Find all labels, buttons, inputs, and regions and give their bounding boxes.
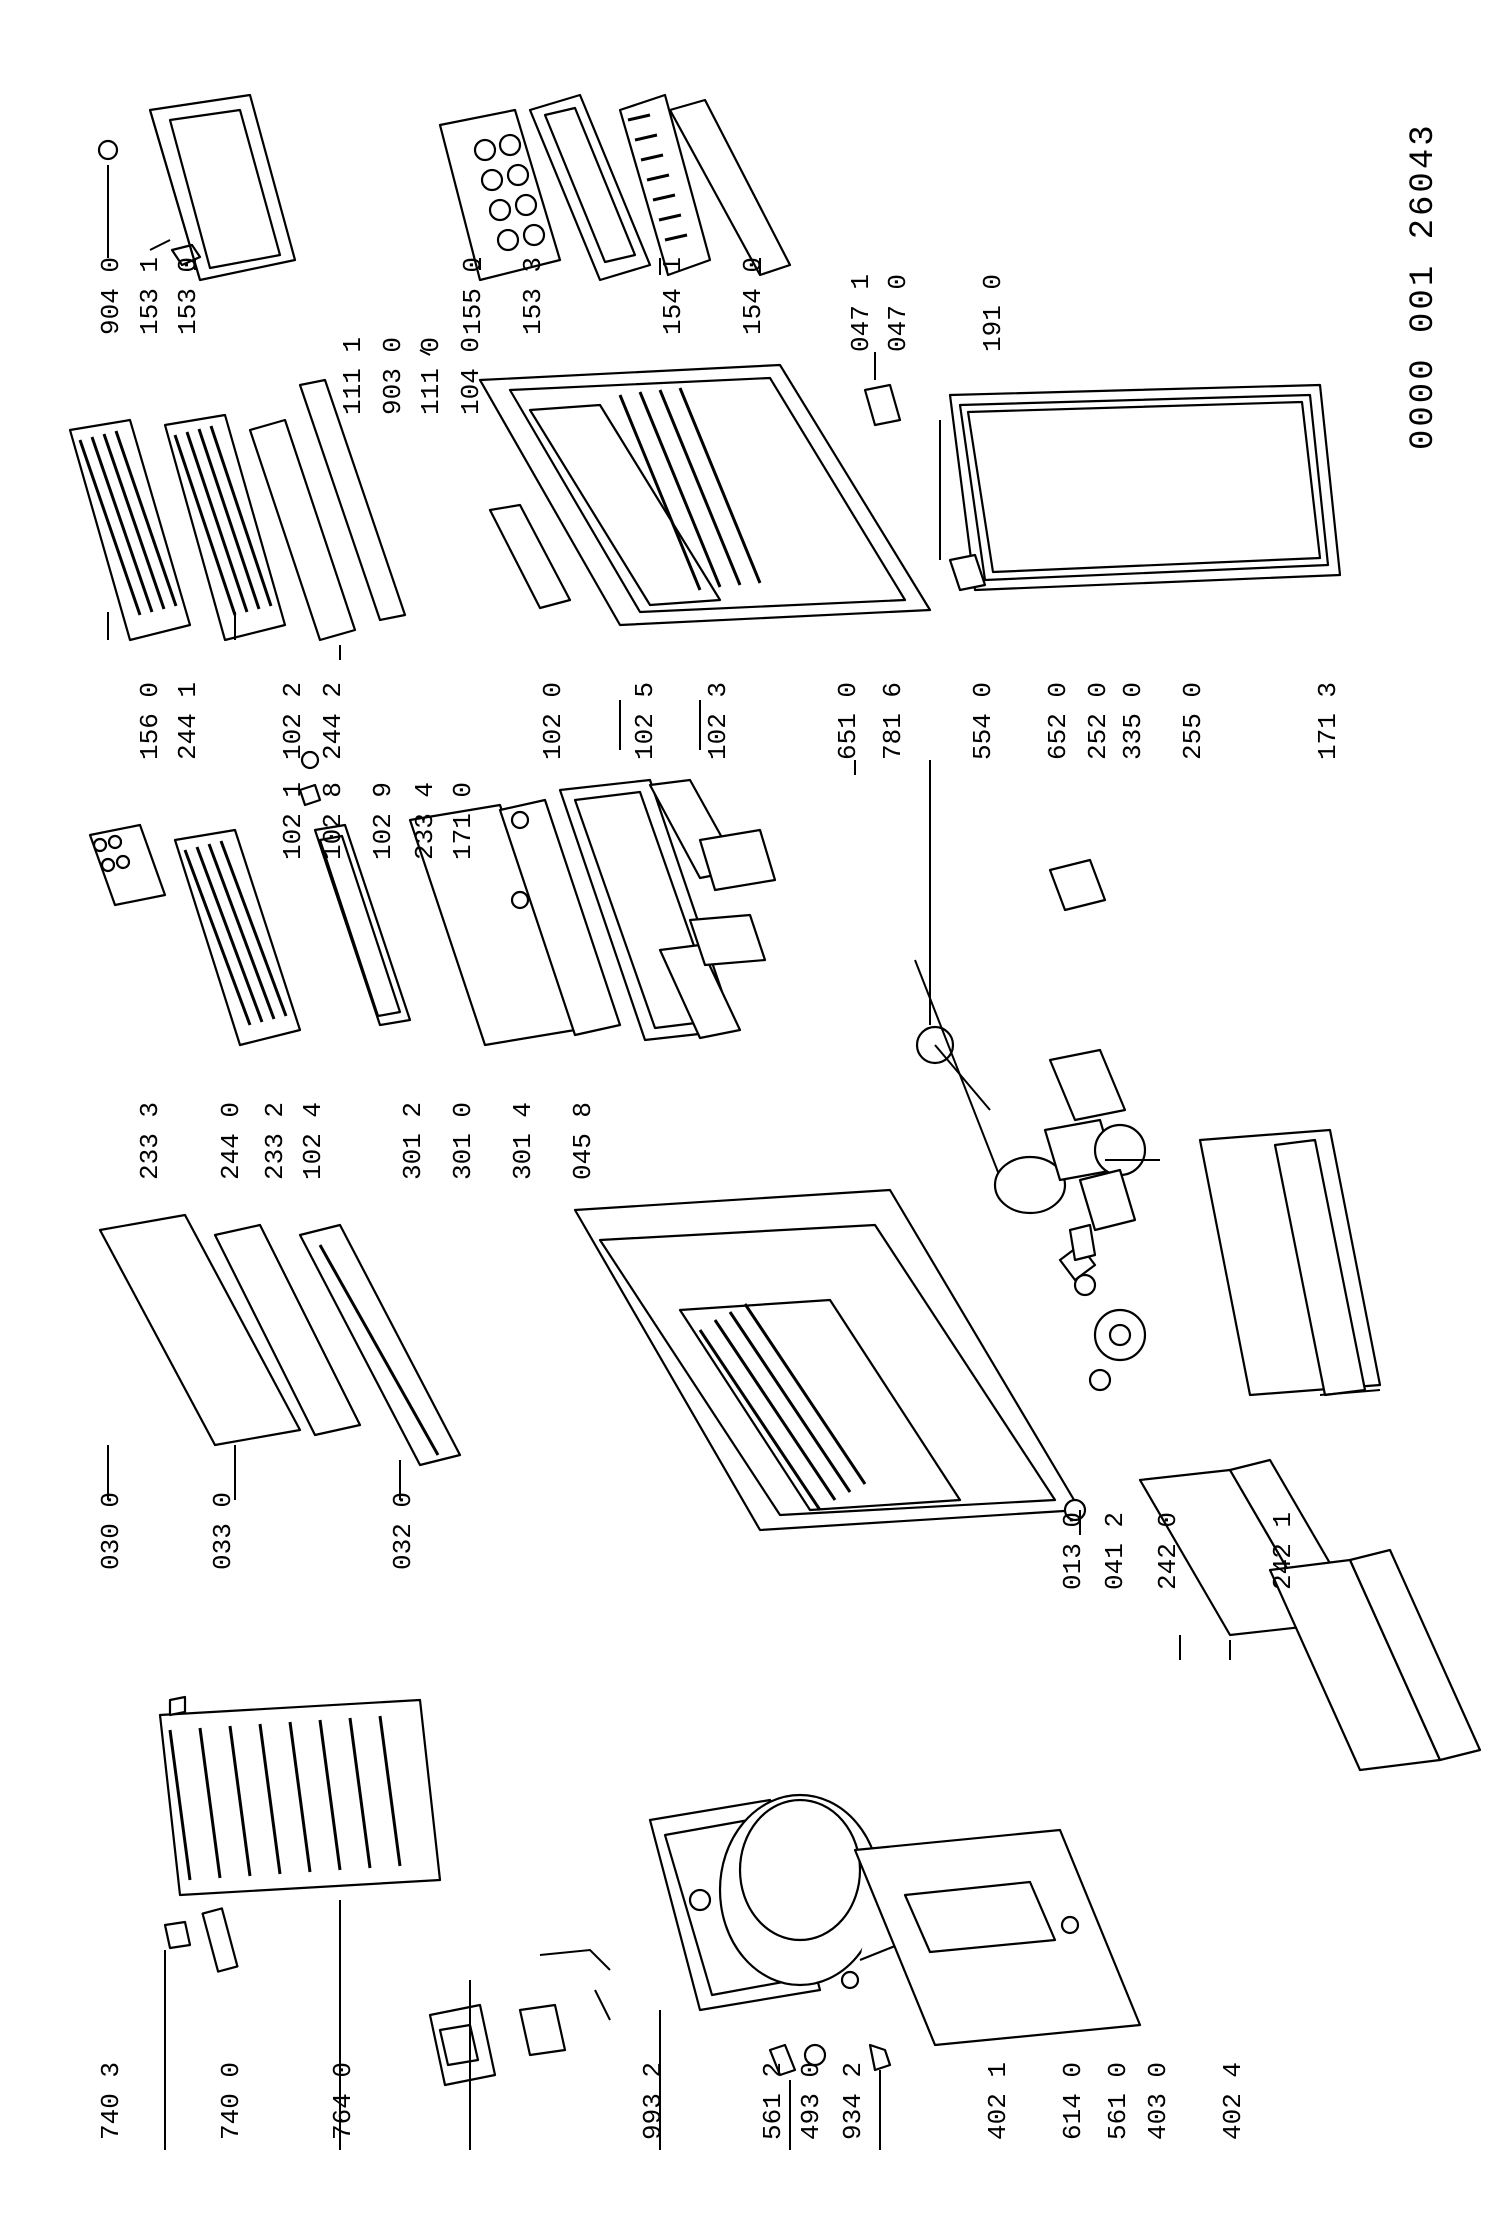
part-label: 781 6	[878, 682, 908, 760]
compressor-small-parts	[768, 2043, 892, 2077]
part-label: 032 0	[388, 1492, 418, 1570]
relay-cover	[518, 2003, 567, 2057]
part-label: 102 4	[298, 1102, 328, 1180]
part-label: 244 2	[318, 682, 348, 760]
part-label: 242 0	[1153, 1512, 1183, 1590]
part-label: 111 0	[416, 337, 446, 415]
part-label: 554 0	[968, 682, 998, 760]
part-label: 561 0	[1103, 2062, 1133, 2140]
part-label: 153 1	[135, 257, 165, 335]
part-label: 335 0	[1118, 682, 1148, 760]
freezer-drawer-front	[408, 798, 622, 1047]
part-number-labels: 904 0 153 1 153 0 155 0 153 3 154 1 154 0 111 1…	[96, 257, 1343, 2140]
part-label: 153 3	[518, 257, 548, 335]
part-label: 652 0	[1043, 682, 1073, 760]
part-label: 102 8	[318, 782, 348, 860]
part-label: 740 0	[216, 2062, 246, 2140]
part-label: 102 5	[630, 682, 660, 760]
part-label: 047 0	[883, 274, 913, 352]
part-label: 171 3	[1313, 682, 1343, 760]
part-label: 904 0	[96, 257, 126, 335]
part-label: 233 4	[410, 782, 440, 860]
door-shelf-bar	[618, 93, 792, 277]
part-label: 033 0	[208, 1492, 238, 1570]
part-label: 993 2	[638, 2062, 668, 2140]
part-label: 102 1	[278, 782, 308, 860]
knob-disc	[1093, 1308, 1147, 1362]
cabinet-feet	[1063, 1223, 1112, 1522]
thermostat-body	[1048, 1048, 1147, 1232]
small-clip-part	[97, 139, 202, 267]
part-label: 041 2	[1100, 1512, 1130, 1590]
part-label: 740 3	[96, 2062, 126, 2140]
part-label: 154 0	[738, 257, 768, 335]
cabinet-body	[573, 1188, 1082, 1532]
lamp-holder	[993, 1118, 1117, 1215]
part-label: 614 0	[1058, 2062, 1088, 2140]
cabinet-top-cover	[98, 1213, 462, 1467]
freezer-flap	[313, 823, 412, 1027]
part-label: 104 0	[456, 337, 486, 415]
door-gasket	[948, 383, 1342, 592]
part-label: 252 0	[1083, 682, 1113, 760]
part-label: 102 0	[538, 682, 568, 760]
part-label: 233 2	[260, 1102, 290, 1180]
evaporator-plate	[248, 349, 431, 642]
freezer-accessory	[298, 750, 777, 967]
filter-dryer	[201, 1907, 239, 1973]
drawing-number: 0000 001 26043	[1405, 122, 1443, 450]
thermostat-rod	[914, 959, 1006, 1191]
condenser-clip	[163, 1920, 192, 1950]
part-label: 934 2	[838, 2062, 868, 2140]
compressor-wire	[539, 1948, 611, 2021]
part-label: 153 0	[173, 257, 203, 335]
hinge-parts	[863, 383, 987, 592]
part-label: 191 0	[978, 274, 1008, 352]
part-label: 242 1	[1268, 1512, 1298, 1590]
crisper-cover	[1198, 1128, 1382, 1397]
part-label: 030 0	[96, 1492, 126, 1570]
freezer-shelf	[88, 823, 302, 1047]
part-label: 561 2	[758, 2062, 788, 2140]
part-label: 244 1	[173, 682, 203, 760]
part-label: 651 0	[833, 682, 863, 760]
thermostat-knob	[915, 858, 1107, 1111]
part-label: 301 2	[398, 1102, 428, 1180]
part-label: 111 1	[338, 337, 368, 415]
glass-shelf-grid-2	[163, 413, 287, 642]
refrigerator-door-inner	[478, 363, 932, 627]
part-label: 013 0	[1058, 1512, 1088, 1590]
part-label: 155 0	[458, 257, 488, 335]
part-label: 301 0	[448, 1102, 478, 1180]
part-label: 403 0	[1143, 2062, 1173, 2140]
condenser-coil	[158, 1695, 442, 1897]
egg-tray	[438, 108, 562, 282]
part-label: 764 0	[328, 2062, 358, 2140]
part-label: 045 8	[568, 1102, 598, 1180]
leader-lines	[107, 165, 1381, 2150]
part-label: 102 3	[703, 682, 733, 760]
part-label: 233 3	[135, 1102, 165, 1180]
part-label: 903 0	[378, 337, 408, 415]
part-label: 402 4	[1218, 2062, 1248, 2140]
part-label: 493 0	[796, 2062, 826, 2140]
part-label: 047 1	[846, 274, 876, 352]
crisper-drawer-2	[1268, 1548, 1482, 1772]
compressor-base-plate	[853, 1828, 1142, 2047]
part-label: 102 9	[368, 782, 398, 860]
part-label: 102 2	[278, 682, 308, 760]
part-label: 171 0	[448, 782, 478, 860]
part-label: 244 0	[216, 1102, 246, 1180]
part-label: 301 4	[508, 1102, 538, 1180]
part-label: 255 0	[1178, 682, 1208, 760]
glass-shelf-grid-1	[68, 418, 192, 642]
part-label: 154 1	[658, 257, 688, 335]
part-label: 156 0	[135, 682, 165, 760]
part-label: 402 1	[983, 2062, 1013, 2140]
door-shelf-middle	[528, 93, 652, 282]
starter-relay	[428, 2003, 497, 2087]
door-shelf-top	[148, 93, 297, 282]
